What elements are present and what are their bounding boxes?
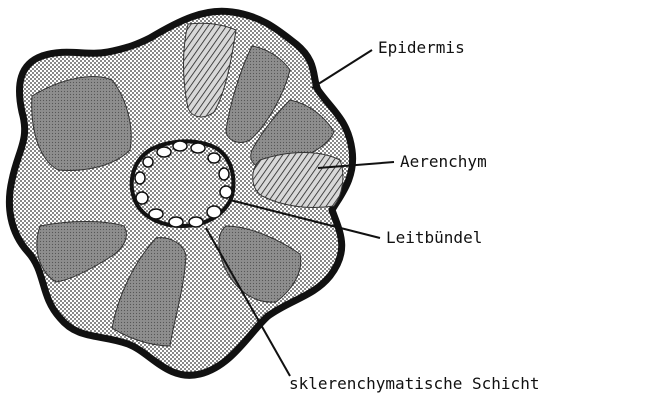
leader-line-epidermis — [312, 50, 372, 88]
vascular-bundle — [220, 186, 232, 198]
vascular-bundle — [135, 172, 145, 184]
aerenchyma-lacuna — [32, 77, 131, 171]
vascular-bundle — [149, 209, 163, 219]
vascular-bundle — [143, 157, 153, 167]
vascular-bundle — [173, 141, 187, 151]
vascular-bundle — [207, 206, 221, 218]
vascular-bundle — [191, 143, 205, 153]
label-epidermis: Epidermis — [378, 38, 465, 57]
vascular-bundle — [169, 217, 183, 227]
vascular-bundle — [136, 192, 148, 204]
label-leitbuendel: Leitbündel — [386, 228, 482, 247]
vascular-bundle — [219, 168, 229, 180]
vascular-bundle — [189, 217, 203, 227]
label-aerenchym: Aerenchym — [400, 152, 487, 171]
label-sklerenchym: sklerenchymatische Schicht — [289, 374, 539, 393]
vascular-bundle — [208, 153, 220, 163]
vascular-bundle — [157, 147, 171, 157]
